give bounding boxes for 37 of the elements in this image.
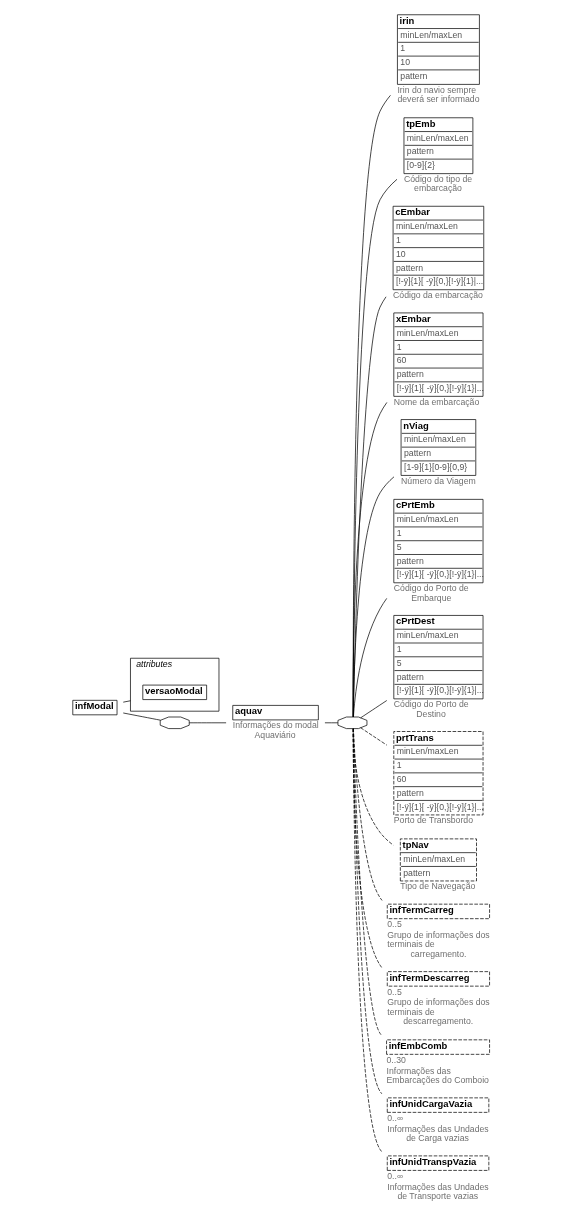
node-label: Informações das Embarcações do Comboio bbox=[386, 1065, 489, 1086]
node-label: Código do Porto de Embarque bbox=[393, 583, 469, 603]
node-label: 0..5 bbox=[387, 919, 402, 930]
node-label: 0..∞ bbox=[387, 1112, 404, 1123]
node-label: 0..30 bbox=[386, 1054, 406, 1065]
node-label: Informações das Undades de Transporte vazias bbox=[387, 1181, 489, 1202]
connector bbox=[352, 178, 398, 718]
node-label: Código da embarcação bbox=[393, 290, 483, 301]
connector bbox=[353, 598, 388, 718]
connector bbox=[352, 296, 387, 718]
connector bbox=[360, 700, 388, 719]
node-label: 0..∞ bbox=[387, 1170, 404, 1181]
node-label: Grupo de informações dos terminais de carregamento. bbox=[387, 929, 490, 959]
node-octagon bbox=[337, 716, 368, 729]
node-octagon bbox=[159, 716, 190, 729]
connector bbox=[353, 728, 383, 1037]
node-label: Grupo de informações dos terminais de descarregamento. bbox=[387, 997, 490, 1027]
connector bbox=[352, 476, 395, 718]
node-label: Código do tipo de embarcação bbox=[403, 174, 473, 194]
node-label: Código do Porto de Destino bbox=[393, 699, 469, 719]
connector bbox=[352, 728, 383, 969]
connector bbox=[352, 94, 391, 718]
connector bbox=[352, 402, 388, 718]
node-label: Número da Viagem bbox=[401, 475, 476, 486]
node-label: 0..5 bbox=[387, 986, 402, 997]
connector bbox=[360, 727, 388, 746]
node-label: Informações das Undades de Carga vazias bbox=[387, 1123, 489, 1144]
connector bbox=[352, 728, 394, 846]
node-label: Porto de Transbordo bbox=[393, 815, 474, 826]
connector bbox=[122, 700, 131, 703]
node-label: Tipo de Navegação bbox=[400, 881, 476, 892]
node-label: Informações do modal Aquaviário bbox=[232, 720, 319, 740]
connector bbox=[188, 722, 227, 724]
connector bbox=[122, 712, 161, 721]
node-label: Irin do navio sempre deverá ser informado bbox=[397, 84, 480, 105]
node-label: Nome da embarcação bbox=[393, 396, 480, 407]
connector bbox=[324, 722, 339, 724]
